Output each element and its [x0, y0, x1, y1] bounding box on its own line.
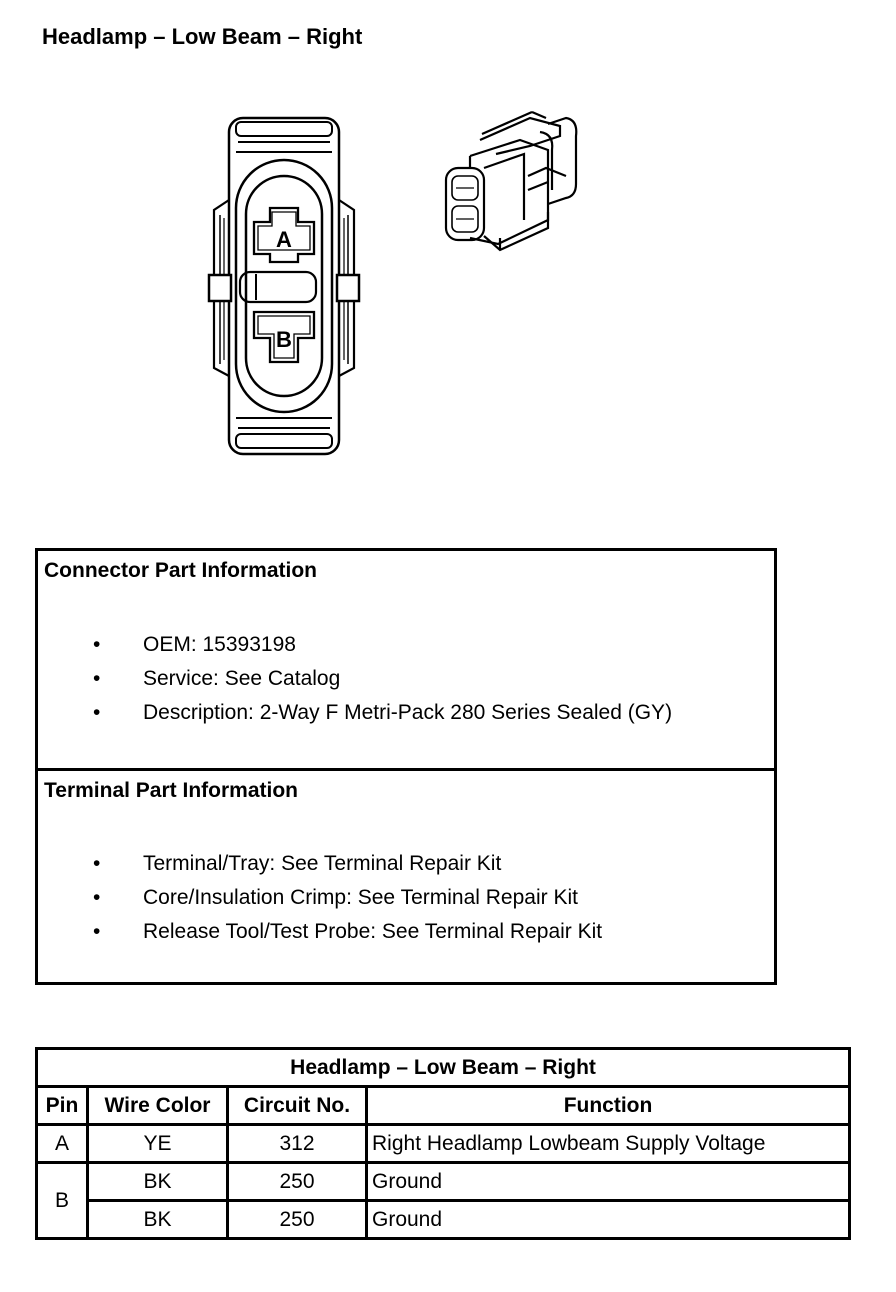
bottom-latch — [235, 433, 333, 449]
pin-table: Headlamp – Low Beam – Right Pin Wire Col… — [34, 1047, 852, 1240]
col-header-function: Function — [364, 1085, 852, 1126]
iso-face — [444, 166, 486, 242]
list-item: •Terminal/Tray: See Terminal Repair Kit — [38, 847, 774, 881]
wire-color-cell: BK — [86, 1161, 229, 1202]
right-lock-tab — [335, 273, 361, 303]
circuit-cell: 250 — [226, 1161, 368, 1202]
bullet-icon: • — [93, 633, 101, 656]
table-header-row: Pin Wire Color Circuit No. Function — [35, 1085, 852, 1126]
wire-color-cell: YE — [86, 1123, 229, 1164]
list-item: •Release Tool/Test Probe: See Terminal R… — [38, 915, 774, 949]
left-lock-tab — [207, 273, 233, 303]
pin-cell: A — [35, 1123, 89, 1164]
function-cell: Ground — [364, 1199, 852, 1240]
table-row: BK 250 Ground — [37, 1199, 852, 1240]
connector-diagram: A B — [207, 110, 578, 456]
wire-color-cell: BK — [86, 1199, 229, 1240]
list-item: •Service: See Catalog — [38, 662, 774, 696]
list-item: •Description: 2-Way F Metri-Pack 280 Ser… — [38, 696, 774, 730]
connector-info-list: •OEM: 15393198 •Service: See Catalog •De… — [38, 628, 774, 730]
bullet-icon: • — [93, 920, 101, 943]
seal-inner — [244, 174, 324, 398]
section-divider — [38, 768, 774, 771]
top-latch — [235, 121, 333, 137]
list-item: •OEM: 15393198 — [38, 628, 774, 662]
bullet-icon: • — [93, 886, 101, 909]
cavity-a — [252, 206, 316, 264]
function-cell: Ground — [364, 1161, 852, 1202]
table-row: A YE 312 Right Headlamp Lowbeam Supply V… — [35, 1123, 852, 1164]
cavity-b — [252, 310, 316, 364]
col-header-wire-color: Wire Color — [86, 1085, 229, 1126]
function-cell: Right Headlamp Lowbeam Supply Voltage — [364, 1123, 852, 1164]
terminal-info-list: •Terminal/Tray: See Terminal Repair Kit … — [38, 847, 774, 949]
terminal-info-heading: Terminal Part Information — [44, 779, 298, 802]
seal-outer — [234, 158, 334, 414]
bullet-icon: • — [93, 701, 101, 724]
connector-isometric-view — [444, 110, 578, 252]
col-header-circuit: Circuit No. — [226, 1085, 368, 1126]
connector-info-heading: Connector Part Information — [44, 559, 318, 582]
connector-face-view — [207, 116, 361, 456]
pin-a-label: A — [276, 227, 292, 252]
col-header-pin: Pin — [35, 1085, 89, 1126]
circuit-cell: 312 — [226, 1123, 368, 1164]
part-info-box: Connector Part Information •OEM: 1539319… — [35, 548, 777, 985]
list-item: •Core/Insulation Crimp: See Terminal Rep… — [38, 881, 774, 915]
bullet-icon: • — [93, 667, 101, 690]
table-title-row: Headlamp – Low Beam – Right — [34, 1047, 852, 1088]
bullet-icon: • — [93, 852, 101, 875]
table-title: Headlamp – Low Beam – Right — [34, 1047, 852, 1088]
page-title: Headlamp – Low Beam – Right — [42, 24, 363, 49]
circuit-cell: 250 — [226, 1199, 368, 1240]
pin-cell: B — [35, 1161, 89, 1240]
table-row: B BK 250 Ground — [35, 1161, 852, 1240]
pin-b-label: B — [276, 327, 292, 352]
